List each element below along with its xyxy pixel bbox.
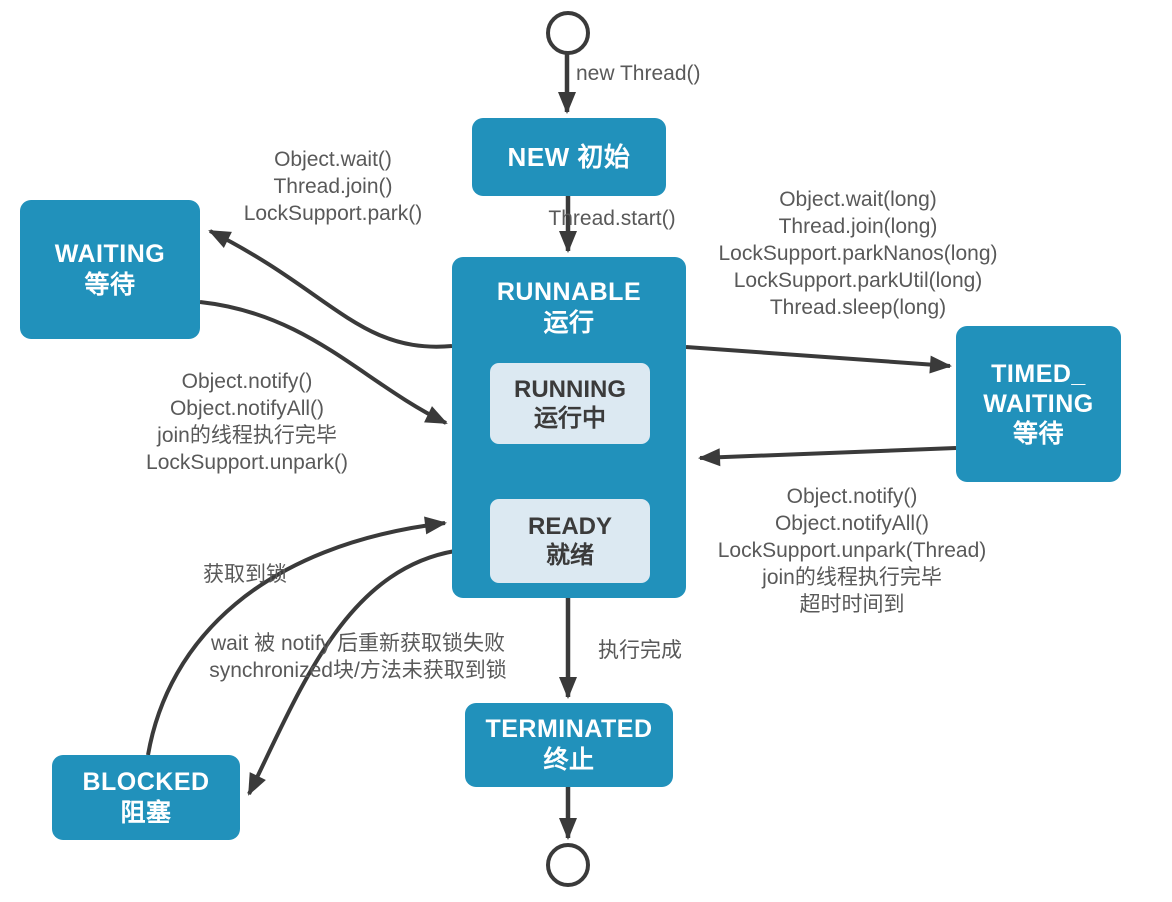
edge-label-waiting-to-runnable: Object.notify() Object.notifyAll() join的…: [146, 370, 348, 474]
edge-label-runnable-to-waiting: Object.wait() Thread.join() LockSupport.…: [243, 148, 423, 225]
edge-runnable-to-timed-waiting: [685, 345, 952, 374]
edge-label-thread-start: Thread.start(): [548, 207, 676, 230]
end-state-circle: [546, 843, 590, 887]
state-running: RUNNING 运行中: [490, 363, 650, 444]
state-blocked: BLOCKED 阻塞: [52, 755, 240, 840]
edge-label-runnable-to-timed-waiting: Object.wait(long) Thread.join(long) Lock…: [718, 188, 998, 319]
state-timed-waiting: TIMED_ WAITING 等待: [956, 326, 1121, 482]
edge-label-timed-waiting-to-runnable: Object.notify() Object.notifyAll() LockS…: [717, 485, 987, 616]
edge-label-blocked-to-runnable: 获取到锁: [203, 563, 287, 586]
edge-blocked-to-runnable: [146, 516, 447, 756]
state-ready: READY 就绪: [490, 499, 650, 583]
state-terminated: TERMINATED 终止: [465, 703, 673, 787]
edge-waiting-to-runnable: [199, 300, 448, 425]
edge-runnable-to-blocked: [247, 549, 456, 796]
edge-label-new-thread: new Thread(): [576, 62, 701, 85]
state-waiting: WAITING 等待: [20, 200, 200, 339]
state-new: NEW 初始: [472, 118, 666, 196]
edge-runnable-to-waiting: [208, 229, 453, 349]
edge-timed-waiting-to-runnable: [698, 446, 957, 467]
edge-label-runnable-to-blocked: wait 被 notify 后重新获取锁失败 synchronized块/方法未…: [209, 632, 507, 682]
edge-label-runnable-to-terminated: 执行完成: [598, 639, 682, 662]
start-state-circle: [546, 11, 590, 55]
state-runnable-label: RUNNABLE 运行: [496, 278, 642, 337]
